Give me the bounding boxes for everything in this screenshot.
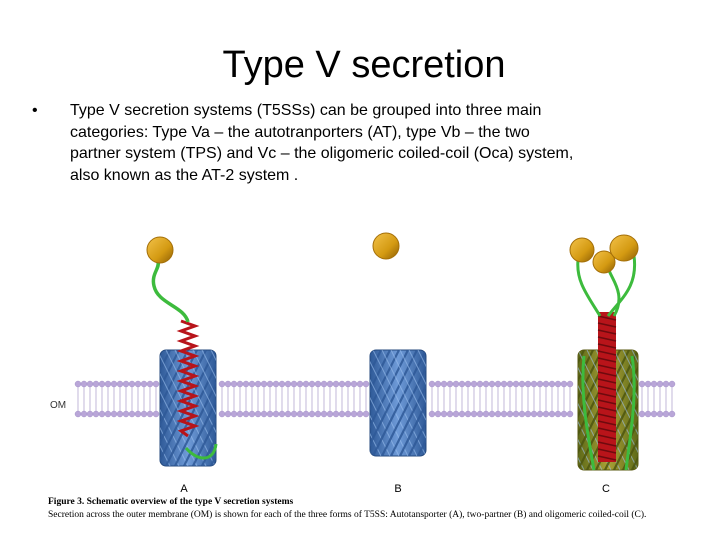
barrel-a-strands	[160, 350, 216, 466]
bullet-line-1: Type V secretion systems (T5SSs) can be …	[70, 102, 542, 119]
passenger-c-3	[609, 234, 639, 262]
bullet-line-2: categories: Type Va – the autotranporter…	[70, 123, 530, 141]
passenger-b	[372, 232, 400, 260]
linker-a	[151, 261, 190, 323]
panel-a-label: A	[180, 483, 188, 495]
slide-title: Type V secretion	[222, 44, 506, 86]
membrane-label: OM	[50, 400, 66, 411]
panel-b-two-partner: B	[369, 232, 427, 495]
caption-text: Secretion across the outer membrane (OM)…	[48, 510, 647, 520]
passenger-a	[146, 236, 174, 264]
loop-a	[184, 443, 218, 460]
bullet-symbol: •	[32, 102, 38, 119]
panel-c-label: C	[602, 483, 610, 495]
coiled-coil-bands	[597, 315, 617, 461]
panel-b-label: B	[394, 483, 401, 495]
bullet-line-4: also known as the AT-2 system .	[70, 166, 299, 184]
passenger-c-2	[592, 250, 616, 274]
barrel-b-strands	[370, 350, 426, 456]
passenger-c-1	[569, 237, 595, 263]
helix-a	[176, 319, 200, 438]
panel-a-autotransporter: A	[146, 236, 218, 495]
trimer-green-chains	[581, 355, 636, 471]
secretion-schematic: OM A B	[50, 232, 676, 495]
bullet-line-3: partner system (TPS) and Vc – the oligom…	[70, 145, 574, 162]
outer-membrane	[74, 380, 676, 418]
secretion-figure: OM A B	[48, 226, 678, 536]
bullet-text: Type V secretion systems (T5SSs) can be …	[70, 100, 694, 186]
caption-title: Figure 3. Schematic overview of the type…	[48, 497, 294, 507]
panel-c-oligomeric-coiled-coil: C	[569, 234, 639, 495]
figure-caption: Figure 3. Schematic overview of the type…	[48, 496, 678, 522]
